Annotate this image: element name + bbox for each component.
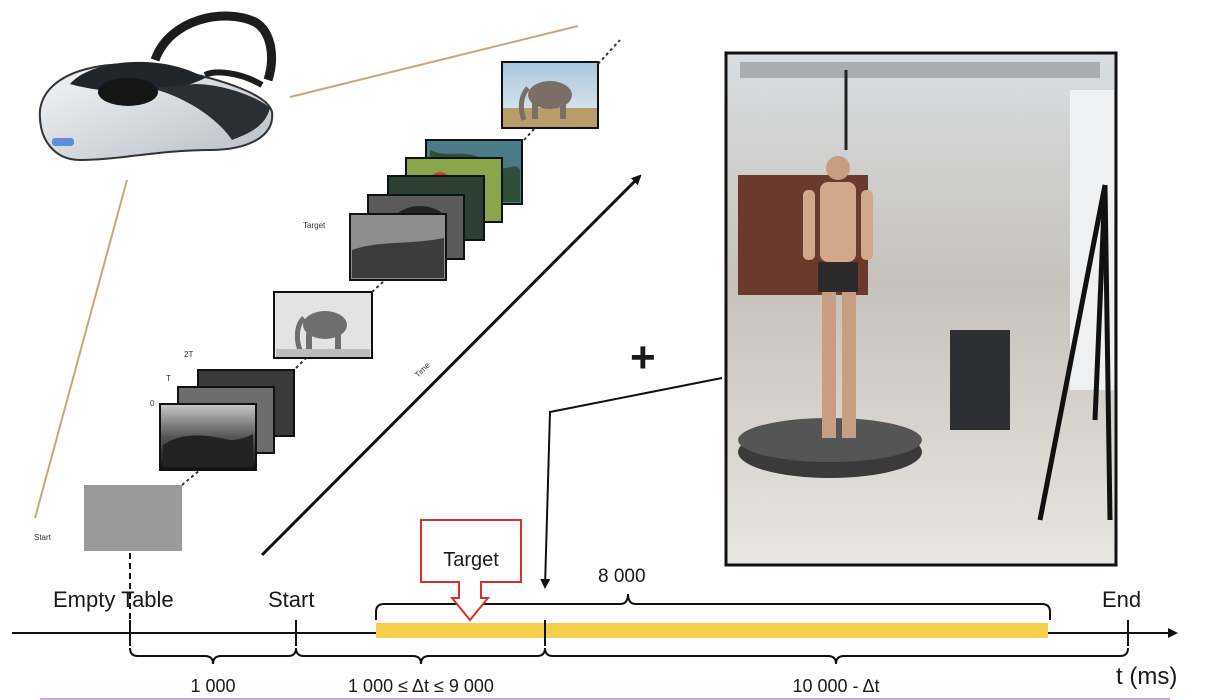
target-small-label: Target bbox=[303, 221, 326, 230]
target-highlight-bar bbox=[376, 623, 1048, 638]
end-label: End bbox=[1102, 587, 1141, 612]
vr-headset-icon bbox=[38, 11, 277, 162]
interval-3-label: 10 000 - Δt bbox=[792, 676, 879, 696]
start-small-label: Start bbox=[34, 533, 52, 542]
brace-8000 bbox=[375, 593, 1051, 620]
photo-to-timeline-arrow bbox=[540, 377, 723, 589]
target-callout bbox=[420, 519, 522, 622]
brace-interval-2 bbox=[295, 647, 546, 665]
duration-8000: 8 000 bbox=[598, 566, 646, 587]
empty-table-label: Empty Table bbox=[53, 587, 174, 612]
blank-start-frame bbox=[84, 485, 182, 551]
start-label: Start bbox=[268, 587, 314, 612]
time-small-label: Time bbox=[413, 360, 432, 379]
frame-connector-5 bbox=[597, 39, 621, 65]
subject-photo bbox=[724, 51, 1118, 567]
elephant-photo bbox=[501, 61, 599, 129]
label-2t: 2T bbox=[184, 350, 193, 359]
brace-interval-1 bbox=[129, 647, 297, 665]
label-t: T bbox=[166, 374, 171, 383]
interval-1-label: 1 000 bbox=[190, 676, 235, 696]
image-stack-2 bbox=[349, 139, 523, 281]
label-0: 0 bbox=[150, 399, 155, 408]
headset-line-left bbox=[34, 179, 128, 519]
image-stack-1 bbox=[159, 369, 295, 471]
elephant-gray-frame bbox=[273, 291, 373, 359]
plus-sign: + bbox=[630, 333, 656, 382]
brace-interval-3 bbox=[544, 647, 1129, 665]
axis-unit-label: t (ms) bbox=[1116, 663, 1177, 690]
headset-line-right bbox=[289, 25, 579, 98]
target-callout-label: Target bbox=[443, 549, 499, 571]
interval-2-label: 1 000 ≤ Δt ≤ 9 000 bbox=[348, 676, 494, 696]
time-arrow bbox=[260, 174, 642, 557]
